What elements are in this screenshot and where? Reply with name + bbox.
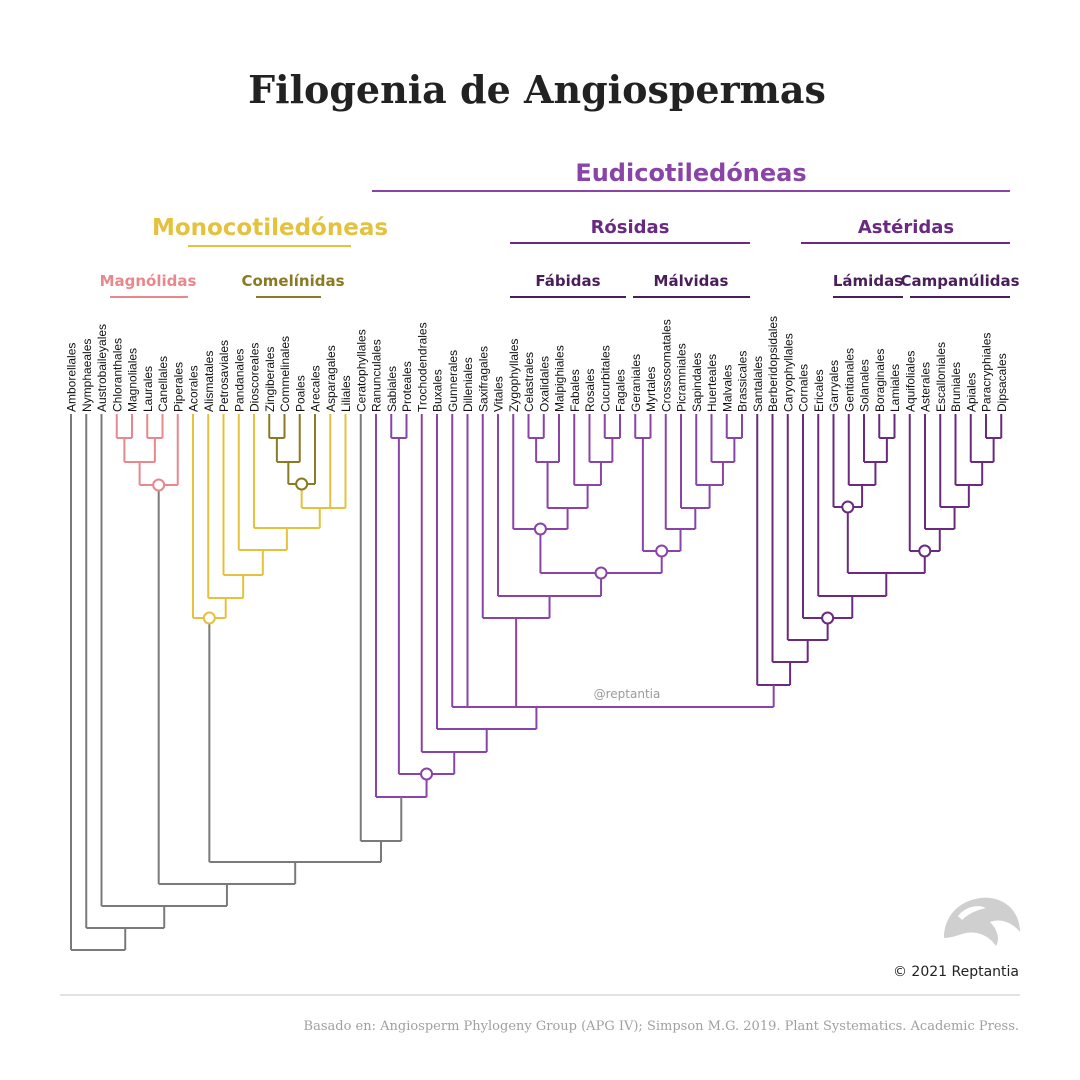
order-label: Arecales — [309, 365, 323, 412]
phylogenetic-tree — [70, 414, 1003, 951]
clade-headers: Eudicotiledóneas Monocotiledóneas Rósida… — [100, 159, 1020, 298]
order-label: Chloranthales — [110, 338, 124, 412]
order-label: Poales — [293, 375, 307, 412]
order-label: Gunnerales — [446, 350, 460, 412]
order-label: Sapindales — [690, 353, 704, 412]
order-label: Escalloniales — [934, 342, 948, 412]
order-label: Santalales — [751, 356, 765, 412]
clade-node-marker — [841, 500, 855, 514]
order-label: Sabiales — [385, 366, 399, 412]
order-label: Amborellales — [65, 343, 79, 412]
header-monocots: Monocotiledóneas — [152, 215, 388, 241]
clade-node-marker — [533, 522, 547, 536]
order-label: Asterales — [919, 362, 933, 412]
order-label: Boraginales — [873, 349, 887, 412]
order-label: Solanales — [858, 359, 872, 412]
order-label: Nymphaeales — [80, 339, 94, 412]
order-label: Petrosaviales — [217, 340, 231, 412]
order-label: Oxalidales — [537, 356, 551, 412]
order-label: Garryales — [827, 360, 841, 412]
header-rosids: Rósidas — [591, 217, 670, 238]
order-label: Fabales — [568, 369, 582, 412]
order-label: Malvales — [720, 365, 734, 412]
order-label: Piperales — [171, 362, 185, 412]
order-label: Ericales — [812, 369, 826, 412]
header-fabids: Fábidas — [535, 272, 600, 290]
order-label: Gentianales — [842, 348, 856, 412]
order-label: Lamiales — [888, 364, 902, 412]
order-label: Cornales — [797, 364, 811, 412]
order-label: Crossosomatales — [659, 319, 673, 412]
header-magnoliids: Magnólidas — [100, 272, 197, 290]
watermark-handle: @reptantia — [594, 687, 661, 701]
order-label: Commelinales — [278, 336, 292, 412]
order-label: Acorales — [187, 365, 201, 412]
reptantia-logo — [944, 897, 1020, 946]
order-label: Brassicales — [736, 351, 750, 412]
order-label: Saxifragales — [476, 346, 490, 412]
order-label: Canellales — [156, 356, 170, 412]
header-malvids: Málvidas — [654, 272, 729, 290]
clade-node-marker — [420, 767, 434, 781]
order-label: Fagales — [614, 369, 628, 412]
header-campanulids: Campanúlidas — [900, 272, 1019, 290]
order-label: Dioscoreales — [248, 343, 262, 412]
clade-node-marker — [295, 477, 309, 491]
order-label: Laurales — [141, 366, 155, 412]
order-label: Dipsacales — [995, 353, 1009, 412]
order-label: Myrtales — [644, 367, 658, 412]
order-label: Picramniales — [675, 343, 689, 412]
order-label: Zygophyllales — [507, 339, 521, 412]
header-asterids: Astéridas — [858, 217, 954, 238]
order-label: Apiales — [964, 373, 978, 412]
order-label: Huerteales — [705, 354, 719, 412]
order-label: Ranunculales — [370, 339, 384, 412]
copyright-notice: © 2021 Reptantia — [893, 964, 1019, 980]
order-label: Dilleniales — [461, 357, 475, 412]
order-label: Malpighiales — [553, 345, 567, 412]
clade-node-marker — [202, 611, 216, 625]
order-label: Austrobaileyales — [95, 324, 109, 412]
order-label: Geraniales — [629, 354, 643, 412]
order-label: Paracryphiales — [980, 333, 994, 412]
order-label: Asparagales — [324, 345, 338, 412]
order-label: Liliales — [339, 375, 353, 412]
source-citation: Basado en: Angiosperm Phylogeny Group (A… — [304, 1019, 1019, 1034]
clade-node-marker — [821, 611, 835, 625]
order-label: Bruniales — [949, 362, 963, 412]
clade-node-marker — [594, 566, 608, 580]
order-label: Ceratophyllales — [354, 329, 368, 412]
header-eudicots: Eudicotiledóneas — [575, 159, 806, 187]
clade-node-marker — [152, 478, 166, 492]
clade-node-marker — [655, 544, 669, 558]
order-label: Celastrales — [522, 352, 536, 412]
order-label: Vitales — [492, 376, 506, 412]
header-lamiids: Lámidas — [833, 272, 903, 290]
order-label: Trochodendrales — [415, 322, 429, 412]
order-label: Caryophyllales — [781, 333, 795, 412]
order-label: Pandanales — [232, 349, 246, 412]
order-label: Zingiberales — [263, 347, 277, 412]
order-label: Rosales — [583, 369, 597, 412]
order-label: Aquifoliales — [903, 351, 917, 412]
order-label: Cucurbitales — [598, 345, 612, 412]
page-title: Filogenia de Angiospermas — [248, 67, 826, 112]
clade-node-marker — [918, 544, 932, 558]
order-label: Berberidopsidales — [766, 316, 780, 412]
order-label: Buxales — [431, 369, 445, 412]
order-label: Proteales — [400, 361, 414, 412]
header-commelinids: Comelínidas — [241, 272, 344, 290]
order-label: Alismatales — [202, 351, 216, 412]
order-label: Magnoliales — [126, 348, 140, 412]
